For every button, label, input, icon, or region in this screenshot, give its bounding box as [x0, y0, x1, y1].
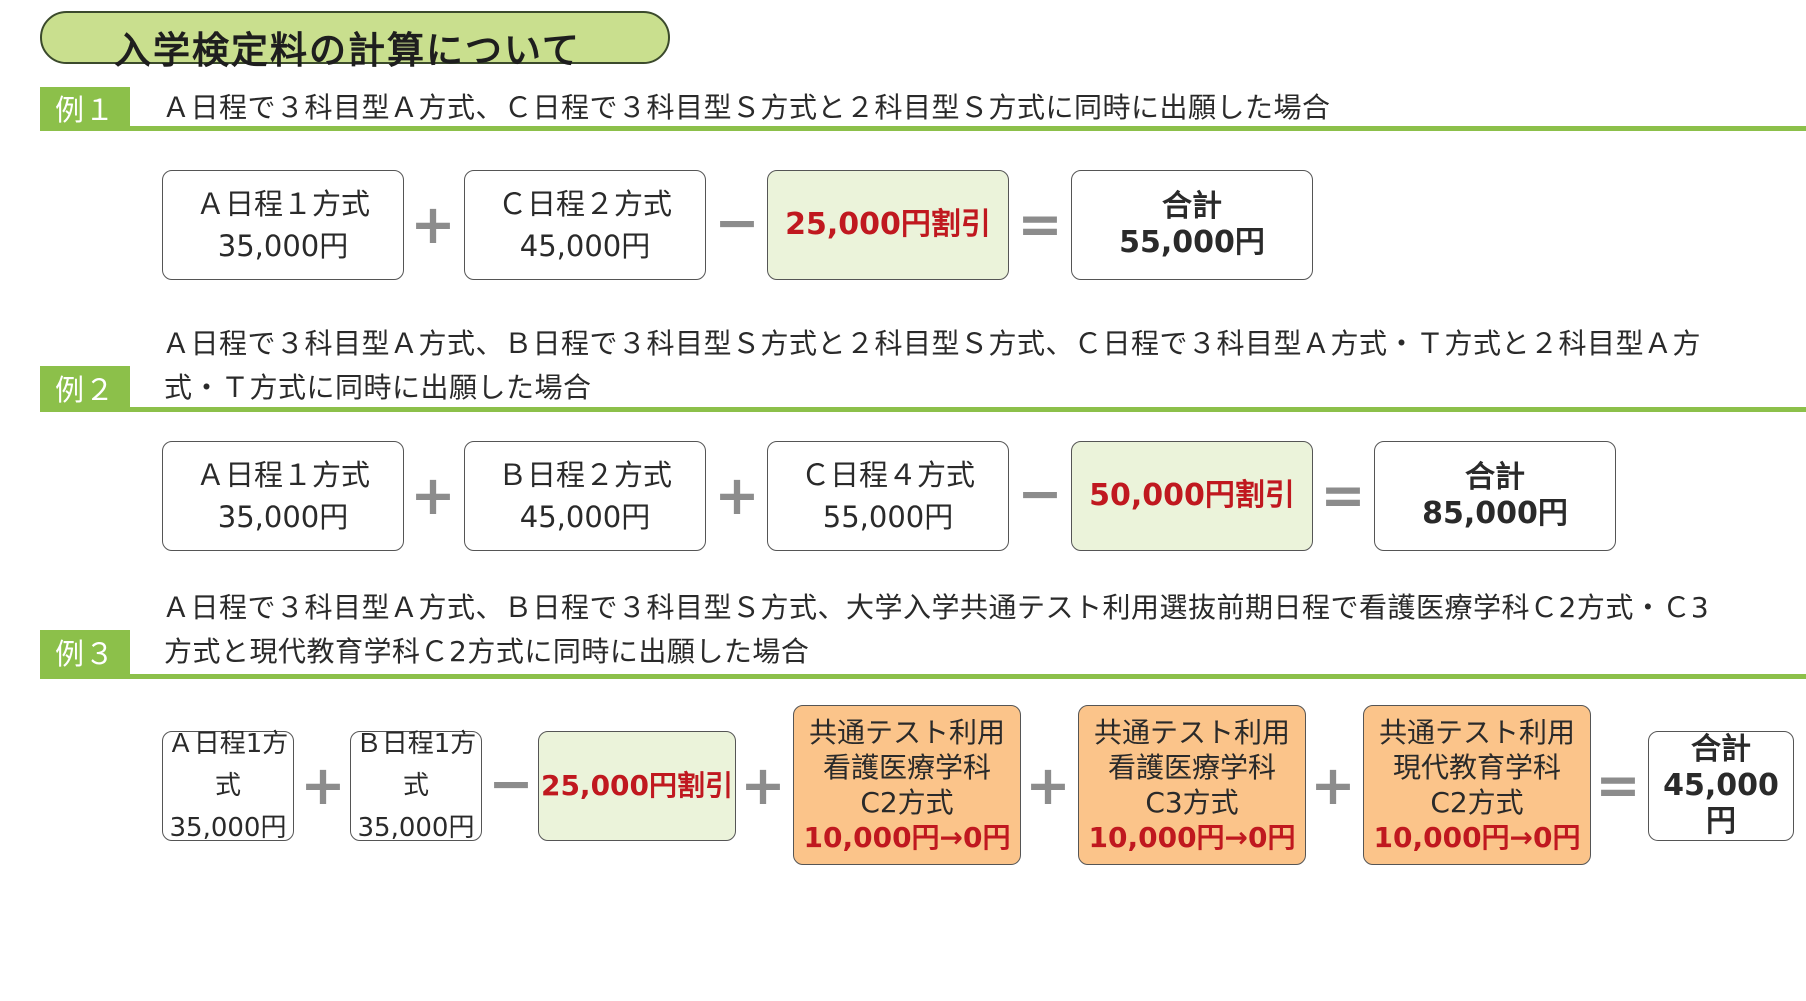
example-1-divider [40, 126, 1806, 131]
example-3-discount-box: 25,000円割引 [538, 731, 736, 841]
fee-waiver: 10,000円→0円 [1088, 821, 1296, 854]
plus-operator: + [410, 193, 456, 256]
department-label: 看護医療学科 [822, 751, 991, 784]
box-fee: 45,000円 [519, 229, 651, 263]
total-label: 合計 [1465, 460, 1525, 495]
box-label: Ｂ日程1方式 [355, 729, 477, 801]
box-label: Ａ日程１方式 [195, 187, 370, 221]
discount-amount: 25,000円割引 [540, 769, 734, 802]
discount-amount: 25,000円割引 [785, 207, 991, 242]
example-1-box-c: Ｃ日程２方式 45,000円 [464, 170, 706, 280]
example-3-tag: 例３ [40, 630, 130, 674]
example-1-description: Ａ日程で３科目型Ａ方式、Ｃ日程で３科目型Ｓ方式と２科目型Ｓ方式に同時に出願した場… [162, 91, 1331, 124]
example-1-tag: 例１ [40, 87, 130, 129]
common-test-label: 共通テスト利用 [1378, 716, 1575, 749]
example-2-tag: 例２ [40, 366, 130, 410]
plus-operator: + [410, 464, 456, 527]
plus-operator: + [1025, 754, 1071, 817]
example-3-box-b: Ｂ日程1方式 35,000円 [350, 729, 482, 843]
total-label: 合計 [1691, 732, 1751, 767]
total-value: 55,000円 [1119, 225, 1265, 260]
total-label: 合計 [1162, 189, 1222, 224]
page-title-banner: 入学検定料の計算について [40, 11, 670, 72]
example-3-common-test-box-2: 共通テスト利用 看護医療学科 C3方式 10,000円→0円 [1078, 705, 1306, 865]
total-value: 85,000円 [1422, 496, 1568, 531]
example-1-total-box: 合計 55,000円 [1071, 170, 1313, 280]
description-line: Ａ日程で３科目型Ａ方式、Ｂ日程で３科目型Ｓ方式と２科目型Ｓ方式、Ｃ日程で３科目型… [162, 327, 1702, 360]
department-label: 現代教育学科 [1392, 751, 1561, 784]
box-fee: 35,000円 [357, 813, 475, 843]
example-3-total-box: 合計 45,000円 [1648, 731, 1794, 841]
plus-operator: + [1310, 754, 1356, 817]
example-2-description: Ａ日程で３科目型Ａ方式、Ｂ日程で３科目型Ｓ方式と２科目型Ｓ方式、Ｃ日程で３科目型… [162, 322, 1792, 410]
box-fee: 35,000円 [217, 500, 349, 534]
box-fee: 35,000円 [217, 229, 349, 263]
page-title: 入学検定料の計算について [114, 29, 581, 72]
method-label: C3方式 [1145, 786, 1239, 819]
example-3-common-test-box-3: 共通テスト利用 現代教育学科 C2方式 10,000円→0円 [1363, 705, 1591, 865]
description-line: 方式と現代教育学科Ｃ2方式に同時に出願した場合 [164, 635, 810, 668]
box-label: Ｃ日程２方式 [497, 187, 672, 221]
box-label: Ａ日程1方式 [167, 729, 289, 801]
fee-waiver: 10,000円→0円 [803, 821, 1011, 854]
example-2-total-box: 合計 85,000円 [1374, 441, 1616, 551]
example-1-discount-box: 25,000円割引 [767, 170, 1009, 280]
method-label: C2方式 [1430, 786, 1524, 819]
box-fee: 45,000円 [519, 500, 651, 534]
box-label: Ｃ日程４方式 [800, 458, 975, 492]
fee-waiver: 10,000円→0円 [1373, 821, 1581, 854]
description-line: Ａ日程で３科目型Ａ方式、Ｂ日程で３科目型Ｓ方式、大学入学共通テスト利用選抜前期日… [162, 591, 1710, 624]
example-3-divider [40, 674, 1806, 679]
example-3-box-a: Ａ日程1方式 35,000円 [162, 729, 294, 843]
minus-operator: − [488, 752, 534, 815]
minus-operator: − [1017, 462, 1063, 525]
box-label: Ａ日程１方式 [195, 458, 370, 492]
example-3-description: Ａ日程で３科目型Ａ方式、Ｂ日程で３科目型Ｓ方式、大学入学共通テスト利用選抜前期日… [162, 586, 1792, 674]
example-2-box-c: Ｃ日程４方式 55,000円 [767, 441, 1009, 551]
common-test-label: 共通テスト利用 [1093, 716, 1290, 749]
common-test-label: 共通テスト利用 [808, 716, 1005, 749]
example-3-common-test-box-1: 共通テスト利用 看護医療学科 C2方式 10,000円→0円 [793, 705, 1021, 865]
box-fee: 55,000円 [822, 500, 954, 534]
example-2-box-b: Ｂ日程２方式 45,000円 [464, 441, 706, 551]
example-1-box-a: Ａ日程１方式 35,000円 [162, 170, 404, 280]
box-label: Ｂ日程２方式 [497, 458, 672, 492]
equals-operator: = [1017, 193, 1063, 256]
minus-operator: − [714, 191, 760, 254]
discount-amount: 50,000円割引 [1089, 478, 1295, 513]
total-value: 45,000円 [1663, 768, 1779, 839]
method-label: C2方式 [860, 786, 954, 819]
example-2-discount-box: 50,000円割引 [1071, 441, 1313, 551]
department-label: 看護医療学科 [1107, 751, 1276, 784]
plus-operator: + [714, 464, 760, 527]
plus-operator: + [740, 754, 786, 817]
plus-operator: + [300, 754, 346, 817]
equals-operator: = [1320, 464, 1366, 527]
equals-operator: = [1595, 754, 1641, 817]
description-line: 式・Ｔ方式に同時に出願した場合 [164, 371, 592, 404]
box-fee: 35,000円 [169, 813, 287, 843]
example-2-divider [40, 407, 1806, 412]
example-2-box-a: Ａ日程１方式 35,000円 [162, 441, 404, 551]
